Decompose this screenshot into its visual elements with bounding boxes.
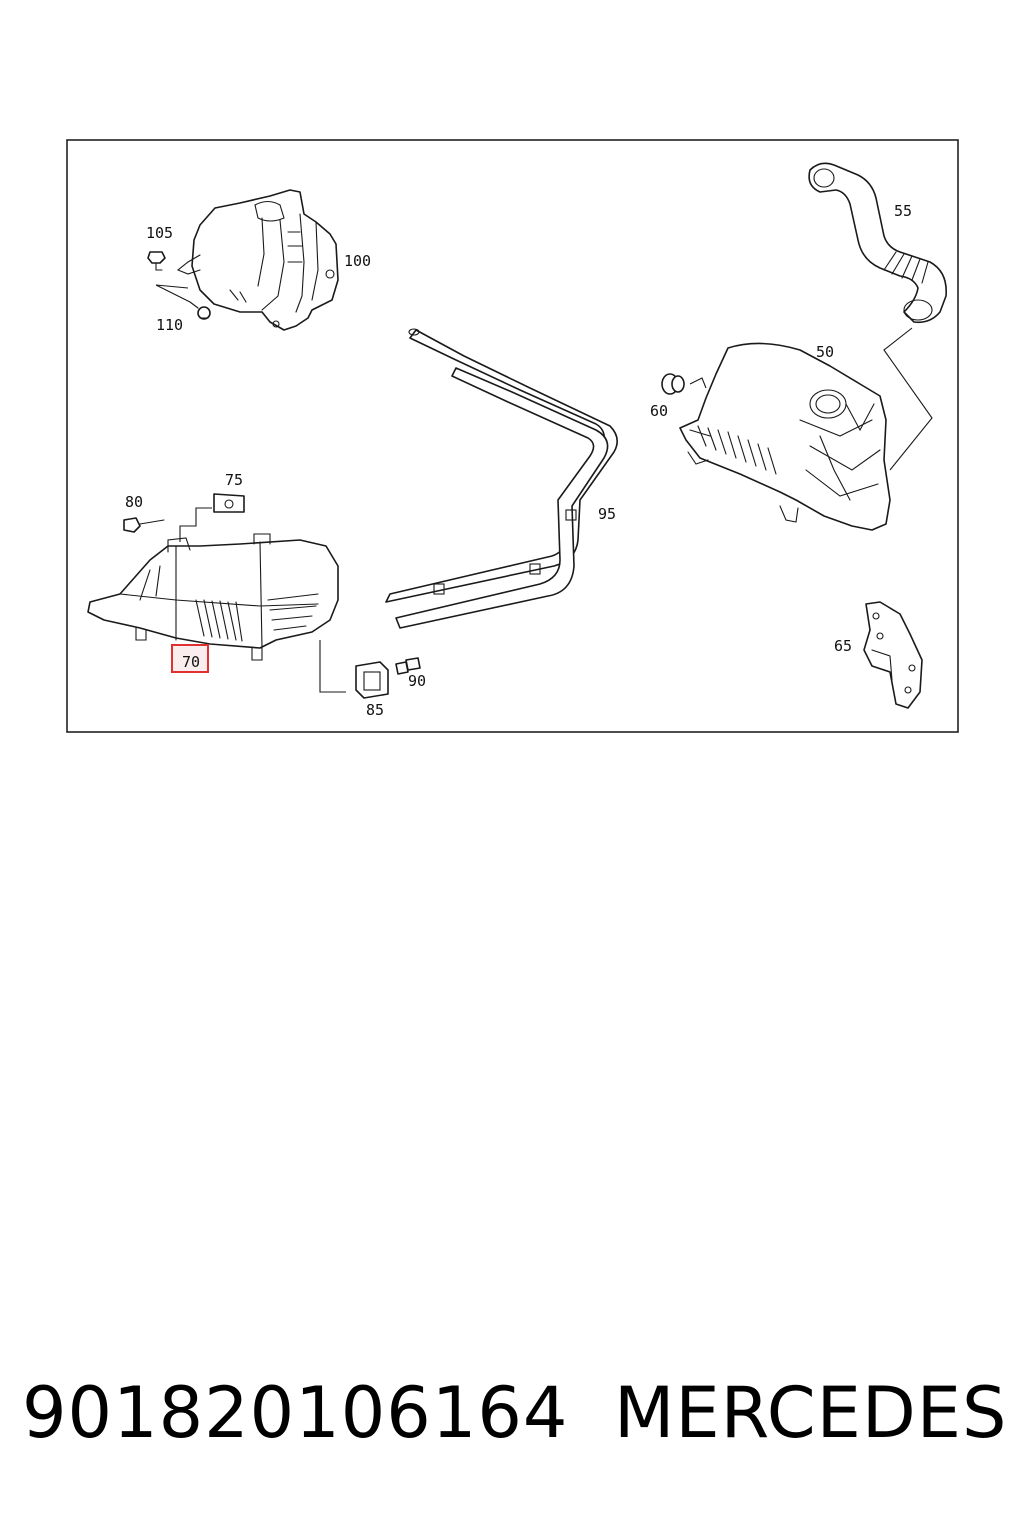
part-70-headlamp[interactable]: [87, 533, 339, 661]
screw-110[interactable]: [189, 301, 211, 320]
callout-50[interactable]: 50: [816, 343, 834, 361]
leader-80-75: [179, 507, 212, 542]
part-number: 901820106164: [22, 1372, 569, 1454]
callout-55[interactable]: 55: [894, 202, 912, 220]
caption: 901820106164 MERCEDES: [22, 1372, 1012, 1472]
callout-95[interactable]: 95: [598, 505, 616, 523]
callout-75[interactable]: 75: [225, 471, 243, 489]
part-95-pipes[interactable]: [385, 328, 618, 629]
callout-100[interactable]: 100: [344, 252, 371, 270]
callout-85[interactable]: 85: [366, 701, 384, 719]
brand-name: MERCEDES: [614, 1372, 1008, 1454]
leader-50-60: [689, 377, 707, 389]
screw-105[interactable]: [147, 251, 166, 271]
callout-60[interactable]: 60: [650, 402, 668, 420]
callout-105[interactable]: 105: [146, 224, 173, 242]
callout-70[interactable]: 70: [182, 653, 200, 671]
part-65-bracket[interactable]: [863, 601, 923, 709]
bolt-80[interactable]: [123, 517, 165, 533]
callout-90[interactable]: 90: [408, 672, 426, 690]
diagram-frame: [66, 139, 959, 733]
bulb-90[interactable]: [395, 657, 421, 675]
parts-diagram: 105 100 110 55 50 60 75 80 95 70 65 90 8…: [66, 139, 959, 733]
callout-65[interactable]: 65: [834, 637, 852, 655]
callout-70-highlight: [171, 644, 209, 673]
part-50-air-filter-housing[interactable]: [679, 342, 891, 531]
connector-85[interactable]: [355, 661, 389, 699]
bracket-75[interactable]: [213, 493, 245, 513]
callout-80[interactable]: 80: [125, 493, 143, 511]
grommet-60[interactable]: [661, 373, 685, 395]
callout-110[interactable]: 110: [156, 316, 183, 334]
part-55-hose[interactable]: [808, 162, 947, 324]
part-100-washer-reservoir[interactable]: [176, 189, 339, 331]
leader-105-110: [155, 284, 191, 303]
leader-70-85: [319, 640, 346, 693]
leader-55: [883, 327, 933, 471]
